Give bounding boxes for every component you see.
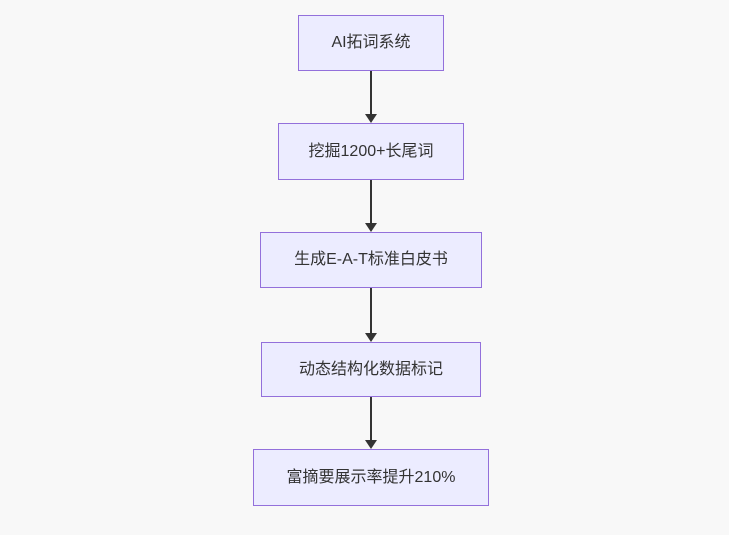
arrowhead-down-icon bbox=[365, 114, 377, 123]
arrowhead-down-icon bbox=[365, 333, 377, 342]
node-label: 动态结构化数据标记 bbox=[298, 360, 443, 378]
flowchart-node-eat-whitepaper: 生成E-A-T标准白皮书 bbox=[260, 232, 482, 288]
edge-line-2 bbox=[370, 180, 372, 223]
flowchart-node-longtail-mining: 挖掘1200+长尾词 bbox=[278, 123, 464, 180]
flowchart-node-ai-keyword-system: AI拓词系统 bbox=[298, 15, 444, 71]
flowchart-node-structured-data-markup: 动态结构化数据标记 bbox=[261, 342, 481, 397]
node-label: 富摘要展示率提升210% bbox=[286, 468, 456, 486]
flowchart-node-rich-snippet-uplift: 富摘要展示率提升210% bbox=[253, 449, 489, 506]
edge-line-1 bbox=[370, 71, 372, 114]
arrowhead-down-icon bbox=[365, 440, 377, 449]
node-label: 挖掘1200+长尾词 bbox=[308, 142, 434, 160]
node-label: AI拓词系统 bbox=[331, 34, 411, 51]
arrowhead-down-icon bbox=[365, 223, 377, 232]
node-label: 生成E-A-T标准白皮书 bbox=[294, 251, 448, 268]
edge-line-4 bbox=[370, 397, 372, 440]
edge-line-3 bbox=[370, 288, 372, 333]
